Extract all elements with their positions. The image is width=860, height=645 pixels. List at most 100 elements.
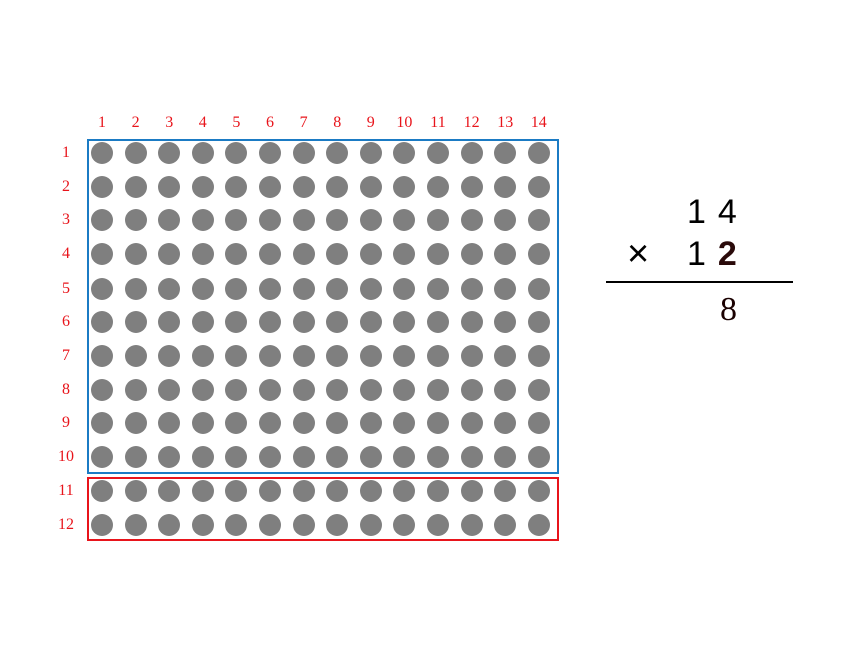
dot: [393, 278, 416, 300]
dot: [259, 379, 281, 401]
dot: [158, 278, 181, 300]
dot: [259, 176, 281, 198]
dot: [259, 446, 281, 468]
dot: [326, 209, 349, 231]
column-label: 8: [333, 114, 342, 131]
dot: [393, 311, 416, 333]
dot: [527, 278, 550, 300]
dot: [527, 142, 550, 164]
dot: [158, 514, 181, 536]
dot: [292, 142, 315, 164]
dot: [292, 446, 315, 468]
dot: [460, 243, 483, 265]
dot: [259, 243, 281, 265]
partial-result: 8: [720, 291, 737, 328]
dot: [191, 345, 214, 367]
dot: [359, 412, 382, 434]
dot: [158, 176, 181, 198]
column-label: 12: [463, 114, 480, 131]
dot: [359, 379, 382, 401]
dot: [359, 243, 382, 265]
column-label: 9: [366, 114, 375, 131]
dot: [393, 345, 416, 367]
dot: [326, 176, 349, 198]
dot: [124, 176, 147, 198]
dot: [91, 278, 113, 300]
dot: [124, 311, 147, 333]
dot: [326, 379, 349, 401]
dot: [460, 176, 483, 198]
dot: [326, 345, 349, 367]
two-rows-box: [87, 477, 559, 541]
ten-rows-box: [87, 139, 559, 474]
dot: [427, 480, 449, 502]
dot: [527, 345, 550, 367]
row-label: 6: [62, 313, 70, 330]
dot: [124, 446, 147, 468]
dot: [124, 480, 147, 502]
dot: [225, 243, 248, 265]
dot: [527, 243, 550, 265]
dot: [527, 176, 550, 198]
dot: [527, 446, 550, 468]
dot: [225, 142, 248, 164]
dot: [494, 243, 517, 265]
column-label: 6: [266, 114, 274, 131]
dot: [225, 176, 248, 198]
dot: [359, 480, 382, 502]
dot: [158, 209, 181, 231]
dot: [259, 278, 281, 300]
dot: [191, 412, 214, 434]
dot: [494, 446, 517, 468]
dot: [359, 209, 382, 231]
dot: [124, 412, 147, 434]
dot: [158, 379, 181, 401]
dot: [527, 209, 550, 231]
dot: [225, 379, 248, 401]
row-label: 1: [62, 144, 70, 161]
dot: [158, 311, 181, 333]
dot: [259, 142, 281, 164]
dot: [225, 480, 248, 502]
dot: [460, 412, 483, 434]
row-label: 10: [58, 448, 74, 465]
dot: [393, 379, 416, 401]
dot: [91, 311, 113, 333]
dot: [460, 345, 483, 367]
dot: [91, 345, 113, 367]
column-label: 3: [165, 114, 174, 131]
dot: [225, 209, 248, 231]
dot: [359, 142, 382, 164]
dot: [359, 446, 382, 468]
dot: [359, 176, 382, 198]
result-line: [606, 281, 793, 283]
dot: [359, 278, 382, 300]
row-label: 9: [62, 414, 70, 431]
dot: [527, 379, 550, 401]
dot: [292, 176, 315, 198]
dot: [393, 209, 416, 231]
dot: [191, 209, 214, 231]
dot: [91, 243, 113, 265]
dot: [158, 412, 181, 434]
dot: [191, 514, 214, 536]
multiplier-ones-digit: 2: [717, 235, 749, 273]
dot: [527, 514, 550, 536]
dot: [124, 514, 147, 536]
column-label: 13: [497, 114, 514, 131]
dot: [158, 345, 181, 367]
dot: [292, 514, 315, 536]
dot: [427, 243, 449, 265]
column-label: 11: [430, 114, 446, 131]
dot: [494, 311, 517, 333]
dot: [124, 379, 147, 401]
dot: [191, 142, 214, 164]
dot: [326, 446, 349, 468]
multiplier-tens-digit: 1: [687, 235, 718, 273]
dot: [393, 243, 416, 265]
dot: [191, 311, 214, 333]
dot: [326, 243, 349, 265]
dot: [191, 446, 214, 468]
dot: [427, 142, 449, 164]
dot: [494, 379, 517, 401]
